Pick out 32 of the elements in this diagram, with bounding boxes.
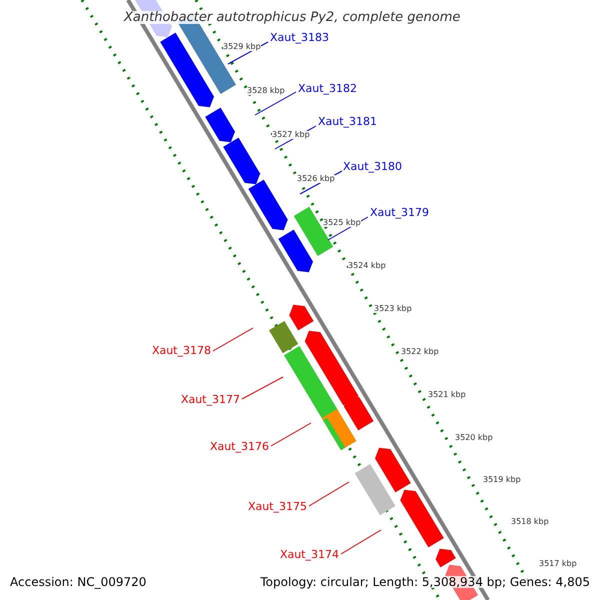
leader-line [254, 92, 296, 116]
gene-label: Xaut_3183 [270, 32, 330, 43]
scale-label: 3527 kbp [272, 131, 310, 139]
scale-label: 3522 kbp [401, 348, 439, 356]
genome-info-text: Topology: circular; Length: 5,308,934 bp; Genes: 4,805 [260, 576, 590, 588]
scale-label: 3529 kbp [223, 43, 261, 51]
gene-label: Xaut_3176 [210, 441, 269, 452]
gene-label: Xaut_3182 [298, 83, 358, 94]
scale-label: 3519 kbp [483, 476, 521, 484]
scale-label: 3524 kbp [348, 262, 386, 270]
leader-line [270, 422, 312, 446]
accession-text: Accession: NC_009720 [10, 576, 146, 588]
gene-label: Xaut_3181 [318, 116, 378, 127]
scale-label: 3520 kbp [455, 434, 493, 442]
gene-label: Xaut_3174 [280, 549, 339, 560]
scale-label: 3528 kbp [247, 87, 285, 95]
leader-line [308, 482, 350, 506]
gene-label: Xaut_3175 [248, 501, 307, 512]
gene-label: Xaut_3177 [180, 394, 240, 405]
leader-line [340, 530, 382, 554]
gene-label: Xaut_3178 [152, 345, 211, 356]
scale-label: 3526 kbp [297, 175, 335, 183]
leader-line [242, 376, 284, 400]
scale-label: 3518 kbp [511, 518, 549, 526]
scale-label: 3521 kbp [428, 391, 466, 399]
scale-label: 3523 kbp [374, 305, 412, 313]
gene-label: Xaut_3180 [343, 161, 402, 172]
gene-label: Xaut_3179 [370, 207, 430, 218]
scale-label: 3525 kbp [323, 219, 361, 227]
genome-title: Xanthobacter autotrophicus Py2, complete genome [124, 11, 460, 24]
leader-line [212, 328, 254, 352]
scale-label: 3517 kbp [539, 560, 577, 568]
